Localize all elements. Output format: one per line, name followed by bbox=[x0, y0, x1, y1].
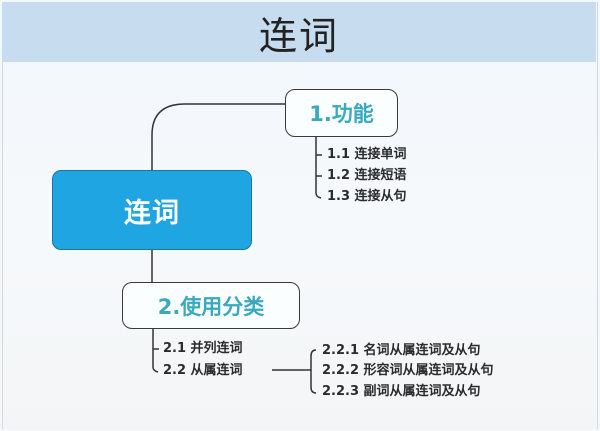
leaf-2-2-3: 2.2.3 副词从属连词及从句 bbox=[322, 384, 481, 399]
leaf-2-2: 2.2 从属连词 bbox=[163, 363, 243, 378]
branch-node-function[interactable]: 1.功能 bbox=[285, 89, 398, 137]
leaf-2-2-2: 2.2.2 形容词从属连词及从句 bbox=[322, 363, 494, 378]
branch-node-usage[interactable]: 2.使用分类 bbox=[122, 282, 300, 329]
leaf-2-1: 2.1 并列连词 bbox=[163, 341, 243, 356]
sub-bracket bbox=[310, 349, 317, 394]
leaf-2-2-1: 2.2.1 名词从属连词及从句 bbox=[322, 343, 481, 358]
connector-node1-children bbox=[315, 137, 322, 199]
connector-central-node1 bbox=[151, 103, 285, 170]
leaf-1-1: 1.1 连接单词 bbox=[327, 147, 407, 162]
page-title: 连词 bbox=[258, 13, 339, 58]
central-node[interactable]: 连词 bbox=[52, 170, 252, 250]
connector-node2-children bbox=[152, 329, 159, 373]
leaf-1-3: 1.3 连接从句 bbox=[327, 189, 407, 204]
branch-label: 2.使用分类 bbox=[157, 294, 265, 319]
branch-label: 1.功能 bbox=[309, 102, 374, 126]
title-bar: 连词 bbox=[2, 2, 596, 62]
leaf-1-2: 1.2 连接短语 bbox=[327, 168, 407, 183]
central-node-label: 连词 bbox=[124, 197, 180, 229]
